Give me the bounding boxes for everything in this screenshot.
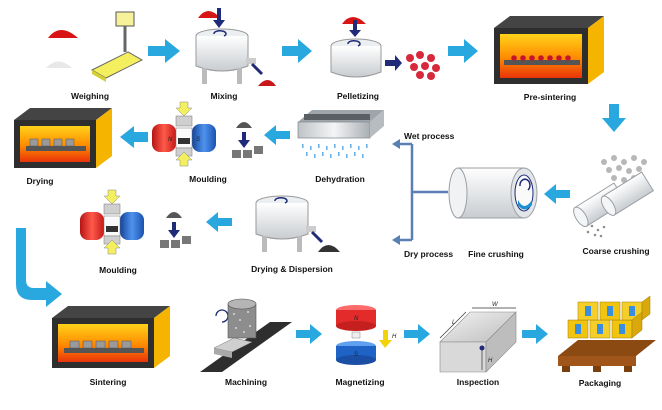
flow-arrow-left-icon [120, 126, 148, 148]
pressed-cubes-icon [232, 122, 263, 158]
flow-arrow-left-icon [544, 184, 570, 204]
dry-process-label: Dry process [404, 249, 453, 259]
flow-arrow-icon [148, 39, 180, 63]
step-label-pre-sintering: Pre-sintering [524, 92, 576, 102]
step-label-moulding-dry: Moulding [99, 265, 137, 275]
step-label-packaging: Packaging [579, 378, 622, 388]
field-h-mark: H [392, 334, 397, 340]
dehydration-tray-icon [297, 110, 384, 158]
flow-arrow-icon [282, 39, 312, 63]
flow-arrow-down-icon [602, 104, 626, 132]
flow-curved-arrow-icon [16, 228, 62, 307]
pole-n-mark: N [354, 316, 359, 322]
step-label-dehydration: Dehydration [315, 174, 365, 184]
mixer-icon [195, 8, 276, 86]
step-label-mixing: Mixing [211, 91, 238, 101]
flow-arrow-left-icon [206, 212, 232, 232]
weighing-scale-icon [46, 11, 144, 82]
pole-s-mark: S [354, 352, 358, 358]
flow-arrow-icon [296, 324, 322, 344]
step-label-fine-crushing: Fine crushing [468, 249, 524, 259]
step-label-coarse-crushing: Coarse crushing [582, 246, 649, 256]
coarse-crusher-icon [573, 155, 655, 238]
step-label-sintering: Sintering [90, 377, 127, 387]
step-label-drying-dispersion: Drying & Dispersion [251, 264, 333, 274]
flow-arrow-left-icon [264, 125, 290, 145]
pressed-cubes-icon [160, 212, 191, 248]
machining-grinder-icon [200, 298, 292, 372]
step-label-magnetizing: Magnetizing [335, 377, 384, 387]
dimension-w-mark: W [492, 302, 499, 308]
moulding-press-icon: N S [152, 101, 216, 167]
magnet-pole-n-mark: N [168, 137, 173, 143]
moulding-press-icon [80, 189, 144, 255]
fine-crushing-mill-icon [448, 167, 538, 219]
spray-dryer-icon [255, 195, 340, 252]
step-label-weighing: Weighing [71, 91, 109, 101]
packaging-pallet-icon [558, 295, 656, 372]
inspection-block-icon: W L H [439, 302, 517, 373]
dimension-h-mark: H [488, 358, 493, 364]
dimension-l-mark: L [452, 320, 455, 326]
step-label-drying: Drying [27, 176, 54, 186]
magnetizer-icon: N S H [336, 305, 397, 365]
step-label-moulding-wet: Moulding [189, 174, 227, 184]
sintering-furnace-icon [52, 306, 170, 368]
step-label-machining: Machining [225, 377, 267, 387]
pre-sintering-furnace-icon [494, 16, 604, 84]
wet-dry-branch-lines [392, 139, 448, 245]
magnet-pole-s-mark: S [196, 137, 200, 143]
flow-arrow-icon [448, 39, 478, 63]
drying-furnace-icon [14, 108, 112, 168]
wet-process-label: Wet process [404, 131, 455, 141]
flow-arrow-icon [522, 324, 548, 344]
flow-arrow-icon [404, 324, 430, 344]
step-label-inspection: Inspection [457, 377, 500, 387]
step-label-pelletizing: Pelletizing [337, 91, 379, 101]
pelletizer-icon [330, 17, 440, 80]
